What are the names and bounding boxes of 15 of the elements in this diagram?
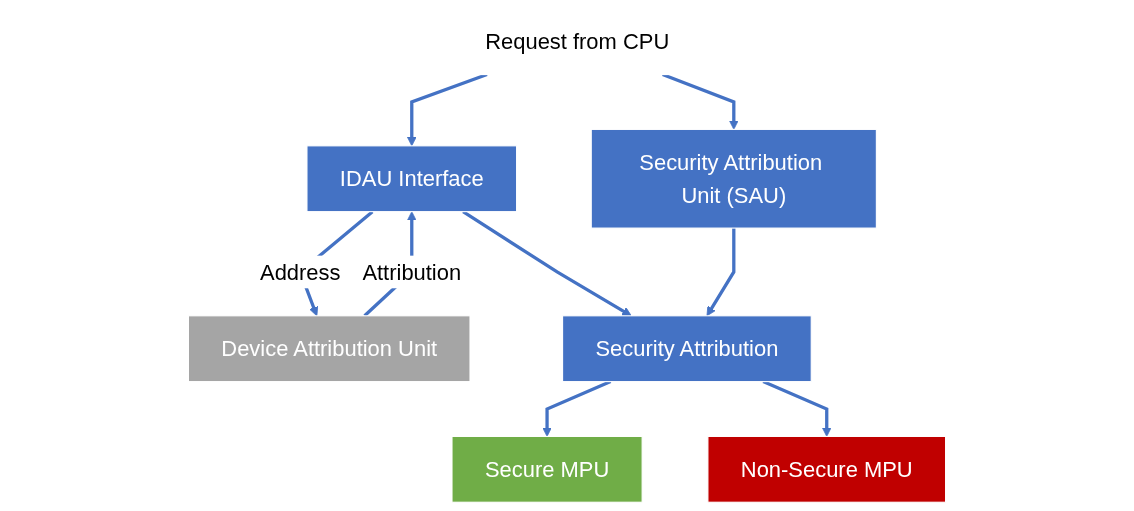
- node-box: Device Attribution Unit: [187, 315, 471, 383]
- arrow: [762, 380, 832, 437]
- arrow: [406, 73, 488, 147]
- arrow: [542, 380, 612, 437]
- node-box: Secure MPU: [451, 435, 643, 503]
- node-box: Security Attribution: [562, 315, 812, 383]
- node-box: Security Attribution Unit (SAU): [590, 128, 877, 229]
- edge-label: Attribution: [362, 259, 462, 285]
- node-box: Non-Secure MPU: [707, 435, 947, 503]
- node-box: IDAU Interface: [306, 145, 518, 213]
- arrow: [662, 73, 739, 130]
- arrow: [462, 210, 632, 317]
- edge-label: Address: [260, 259, 341, 285]
- arrow: [706, 228, 736, 317]
- node-text: Request from CPU: [485, 29, 670, 54]
